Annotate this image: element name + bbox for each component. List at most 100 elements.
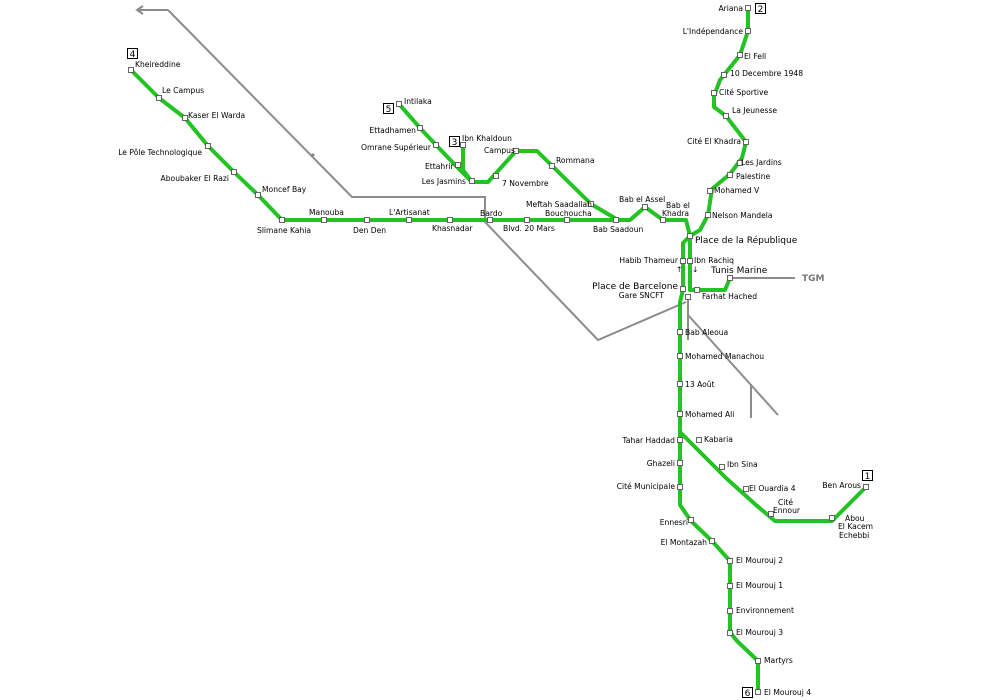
label-la-jeunesse[interactable]: La Jeunesse xyxy=(732,106,777,115)
label-el-fell[interactable]: El Fell xyxy=(744,52,766,61)
label-independance[interactable]: L'Indépendance xyxy=(683,27,744,36)
station-marker[interactable] xyxy=(768,511,774,517)
station-marker[interactable] xyxy=(524,217,530,223)
label-palestine[interactable]: Palestine xyxy=(736,172,771,181)
label-ben-arous[interactable]: Ben Arous xyxy=(822,481,861,490)
label-7-novembre[interactable]: 7 Novembre xyxy=(502,179,549,188)
label-intilaka[interactable]: Intilaka xyxy=(404,97,432,106)
label-kheireddine[interactable]: Kheireddine xyxy=(135,60,181,69)
label-campus[interactable]: Campus xyxy=(484,146,515,155)
station-marker[interactable] xyxy=(727,172,733,178)
label-bab-el-assel[interactable]: Bab el Assel xyxy=(619,195,665,204)
label-manouba[interactable]: Manouba xyxy=(309,208,344,217)
station-marker[interactable] xyxy=(588,201,594,207)
station-marker[interactable] xyxy=(677,353,683,359)
label-mohamed-v[interactable]: Mohamed V xyxy=(714,186,760,195)
station-marker[interactable] xyxy=(455,162,461,168)
label-kabaria[interactable]: Kabaria xyxy=(704,435,733,444)
station-marker[interactable] xyxy=(688,517,694,523)
station-marker[interactable] xyxy=(677,411,683,417)
station-marker[interactable] xyxy=(755,689,761,695)
label-artisanat[interactable]: L'Artisanat xyxy=(389,208,430,217)
label-les-jasmins[interactable]: Les Jasmins xyxy=(422,177,466,186)
label-ariana[interactable]: Ariana xyxy=(718,4,743,13)
label-moncef-bay[interactable]: Moncef Bay xyxy=(262,185,307,194)
label-place-republique[interactable]: Place de la République xyxy=(695,235,798,246)
station-marker[interactable] xyxy=(279,217,285,223)
station-marker[interactable] xyxy=(709,538,715,544)
station-marker[interactable] xyxy=(255,192,261,198)
label-kaser-el-warda[interactable]: Kaser El Warda xyxy=(188,111,245,120)
label-cite-ennour-1[interactable]: Cité xyxy=(778,498,793,507)
station-marker[interactable] xyxy=(863,484,869,490)
station-marker[interactable] xyxy=(743,139,749,145)
station-marker[interactable] xyxy=(719,464,725,470)
label-cite-ennour-2[interactable]: Ennour xyxy=(773,506,801,515)
label-abou-3[interactable]: Echebbi xyxy=(839,531,869,540)
station-marker[interactable] xyxy=(660,217,666,223)
label-bab-saadoun[interactable]: Bab Saadoun xyxy=(593,225,644,234)
label-mohamed-ali[interactable]: Mohamed Ali xyxy=(685,410,734,419)
label-ennesri[interactable]: Ennesri xyxy=(660,518,688,527)
label-ibn-khaldoun[interactable]: Ibn Khaldoun xyxy=(462,134,512,143)
station-marker[interactable] xyxy=(727,583,733,589)
label-slimane-kahia[interactable]: Slimane Kahia xyxy=(257,226,311,235)
label-gare-sncft[interactable]: Gare SNCFT xyxy=(619,291,665,300)
station-marker[interactable] xyxy=(745,5,751,11)
label-cite-el-khadra[interactable]: Cité El Khadra xyxy=(687,137,741,146)
station-marker[interactable] xyxy=(549,163,555,169)
station-marker[interactable] xyxy=(396,101,402,107)
label-den-den[interactable]: Den Den xyxy=(353,226,386,235)
station-marker[interactable] xyxy=(687,233,693,239)
station-marker[interactable] xyxy=(613,217,619,223)
label-omrane-sup[interactable]: Omrane Supérieur xyxy=(361,143,432,152)
label-bab-aleoua[interactable]: Bab Aleoua xyxy=(685,328,728,337)
station-marker[interactable] xyxy=(321,217,327,223)
label-ibn-rachiq[interactable]: Ibn Rachiq xyxy=(694,256,734,265)
station-marker[interactable] xyxy=(727,275,733,281)
line-5-badge[interactable] xyxy=(383,103,394,114)
station-marker[interactable] xyxy=(677,329,683,335)
label-13-aout[interactable]: 13 Août xyxy=(685,380,715,389)
station-marker[interactable] xyxy=(680,258,686,264)
label-cite-municipale[interactable]: Cité Municipale xyxy=(617,482,676,491)
label-cite-sportive[interactable]: Cité Sportive xyxy=(719,88,768,97)
label-el-mourouj-1[interactable]: El Mourouj 1 xyxy=(736,581,783,590)
label-tgm[interactable]: TGM xyxy=(802,274,825,284)
station-marker[interactable] xyxy=(677,460,683,466)
station-marker[interactable] xyxy=(711,90,717,96)
label-mohamed-manachou[interactable]: Mohamed Manachou xyxy=(685,352,764,361)
station-marker[interactable] xyxy=(156,95,162,101)
label-habib-thameur[interactable]: Habib Thameur xyxy=(619,256,679,265)
label-ettahrir[interactable]: Ettahrir xyxy=(425,162,454,171)
station-marker[interactable] xyxy=(447,217,453,223)
station-marker[interactable] xyxy=(737,160,743,166)
station-marker[interactable] xyxy=(694,287,700,293)
label-martyrs[interactable]: Martyrs xyxy=(764,656,793,665)
station-marker[interactable] xyxy=(182,115,188,121)
label-ghazeli[interactable]: Ghazeli xyxy=(647,459,675,468)
station-marker[interactable] xyxy=(743,486,749,492)
station-marker[interactable] xyxy=(642,204,648,210)
label-meftah[interactable]: Meftah Saadallah xyxy=(526,200,592,209)
label-el-mourouj-4[interactable]: El Mourouj 4 xyxy=(764,688,811,697)
station-marker[interactable] xyxy=(707,188,713,194)
station-marker[interactable] xyxy=(705,212,711,218)
station-marker[interactable] xyxy=(687,258,693,264)
station-marker[interactable] xyxy=(406,217,412,223)
label-bardo[interactable]: Bardo xyxy=(480,209,503,218)
station-marker[interactable] xyxy=(433,142,439,148)
station-marker[interactable] xyxy=(417,125,423,131)
station-marker[interactable] xyxy=(564,217,570,223)
station-marker[interactable] xyxy=(677,484,683,490)
station-marker[interactable] xyxy=(677,381,683,387)
label-el-mourouj-2[interactable]: El Mourouj 2 xyxy=(736,556,783,565)
station-marker[interactable] xyxy=(727,608,733,614)
station-marker[interactable] xyxy=(487,217,493,223)
line-6-badge[interactable] xyxy=(742,687,753,698)
label-aboubaker[interactable]: Aboubaker El Razi xyxy=(161,174,229,183)
label-el-ouardia-4[interactable]: El Ouardia 4 xyxy=(749,484,796,493)
label-bouchoucha[interactable]: Bouchoucha xyxy=(545,209,592,218)
label-ettadhamen[interactable]: Ettadhamen xyxy=(369,126,416,135)
station-marker[interactable] xyxy=(755,658,761,664)
